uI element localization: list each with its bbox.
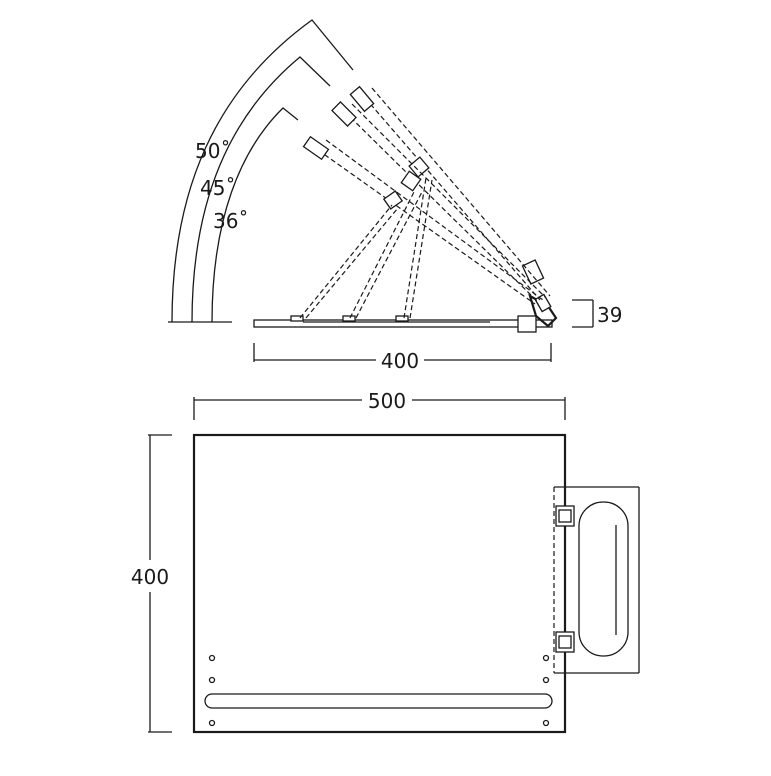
support-struts [299, 177, 433, 319]
side-view: 50˚ 45˚ 36˚ [168, 19, 622, 373]
lid-position-45 [331, 101, 547, 303]
flap-slot [578, 501, 629, 657]
arc-45 [191, 56, 331, 323]
lid-position-50 [349, 85, 551, 301]
angle-label-45: 45˚ [200, 176, 235, 200]
side-flap [553, 486, 640, 674]
side-width-dimension [253, 343, 552, 362]
angle-arcs [168, 19, 354, 323]
handle-slot [204, 693, 553, 709]
arc-36 [211, 107, 299, 323]
flap-hinges [555, 505, 575, 653]
top-view: 500 400 [131, 389, 640, 734]
arc-50 [171, 19, 354, 323]
top-height-dim-label: 400 [131, 565, 169, 589]
top-width-dim-label: 500 [368, 389, 406, 413]
height-dim-label: 39 [597, 303, 622, 327]
base-plate [253, 315, 553, 333]
top-height-dimension [148, 434, 172, 733]
main-panel [192, 433, 567, 734]
lid-position-36 [302, 135, 544, 305]
side-width-dim-label: 400 [381, 349, 419, 373]
mounting-holes [208, 654, 550, 727]
height-dimension [572, 299, 594, 328]
top-width-dimension [193, 397, 566, 420]
angle-label-50: 50˚ [195, 139, 230, 163]
angle-label-36: 36˚ [213, 209, 248, 233]
